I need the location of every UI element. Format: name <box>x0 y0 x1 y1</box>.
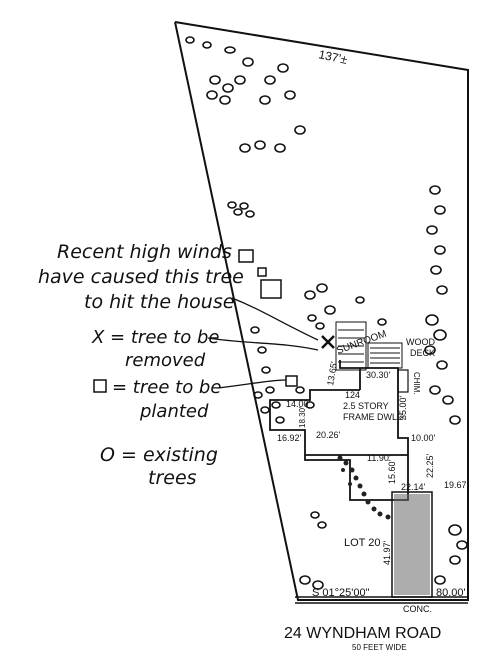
wood-deck-label-2: DECK <box>410 348 435 358</box>
sunroom-block <box>335 321 367 371</box>
dim-15-60: 15.60' <box>387 459 397 484</box>
circle-legend-line-2: trees <box>148 467 197 489</box>
x-legend: X = tree to be removed <box>91 327 219 371</box>
note-arrows <box>207 297 319 389</box>
square-legend-symbol <box>93 379 107 393</box>
dim-16-92: 16.92' <box>277 433 302 443</box>
house-story: 2.5 STORY <box>343 401 389 411</box>
driveway <box>391 491 433 598</box>
dim-19-67: 19.67' <box>444 480 469 490</box>
road-name: 24 WYNDHAM ROAD <box>284 625 441 642</box>
wind-note-line-3: to hit the house <box>84 291 234 313</box>
house-type: FRAME DWLG. <box>343 412 407 422</box>
dim-14-00: 14.00' <box>286 399 311 409</box>
chimney-label: CHIM. <box>412 372 421 395</box>
wood-deck <box>367 342 403 369</box>
circle-legend: O = existing trees <box>100 444 218 489</box>
dim-35-00: 35.00' <box>398 395 408 420</box>
x-legend-line-2: removed <box>125 350 206 371</box>
road-width: 50 FEET WIDE <box>352 643 407 652</box>
chimney-block <box>397 369 409 393</box>
square-legend: = tree to be planted <box>93 377 221 422</box>
wood-deck-label-1: WOOD <box>406 337 435 347</box>
x-legend-line-1: X = tree to be <box>91 327 219 348</box>
square-legend-line-1: = tree to be <box>112 377 221 398</box>
house-number: 124 <box>345 390 360 400</box>
dim-30-30: 30.30' <box>366 370 391 380</box>
tree-removal-x <box>321 335 335 349</box>
dim-11-90: 11.90' <box>367 453 391 463</box>
wind-note-line-2: have caused this tree <box>38 266 244 288</box>
dim-10-00: 10.00' <box>411 433 436 443</box>
lot-width-top: 137'± <box>317 47 349 67</box>
walkway-stones <box>337 455 391 520</box>
dim-18-30: 18.30' <box>298 406 307 428</box>
wind-note: Recent high winds have caused this tree … <box>38 241 244 313</box>
lot-boundary <box>174 21 469 601</box>
dim-22-25: 22.25' <box>425 453 435 478</box>
dim-41-97: 41.97' <box>382 540 392 565</box>
planted-tree-markers <box>238 249 298 387</box>
square-legend-line-2: planted <box>139 401 209 422</box>
lot-label: LOT 20 <box>344 537 381 549</box>
existing-trees <box>185 36 468 590</box>
frontage-label: 80.00' <box>436 587 466 599</box>
dim-20-26: 20.26' <box>316 430 341 440</box>
walk-label: CONC. <box>403 604 432 614</box>
wind-note-line-1: Recent high winds <box>57 241 232 263</box>
road-lines <box>295 596 468 604</box>
bearing-label: S 01°25'00" <box>312 587 370 599</box>
dim-13-65: 13.65' <box>325 360 339 386</box>
circle-legend-line-1: O = existing <box>100 444 218 466</box>
dim-22-14: 22.14' <box>401 482 426 492</box>
